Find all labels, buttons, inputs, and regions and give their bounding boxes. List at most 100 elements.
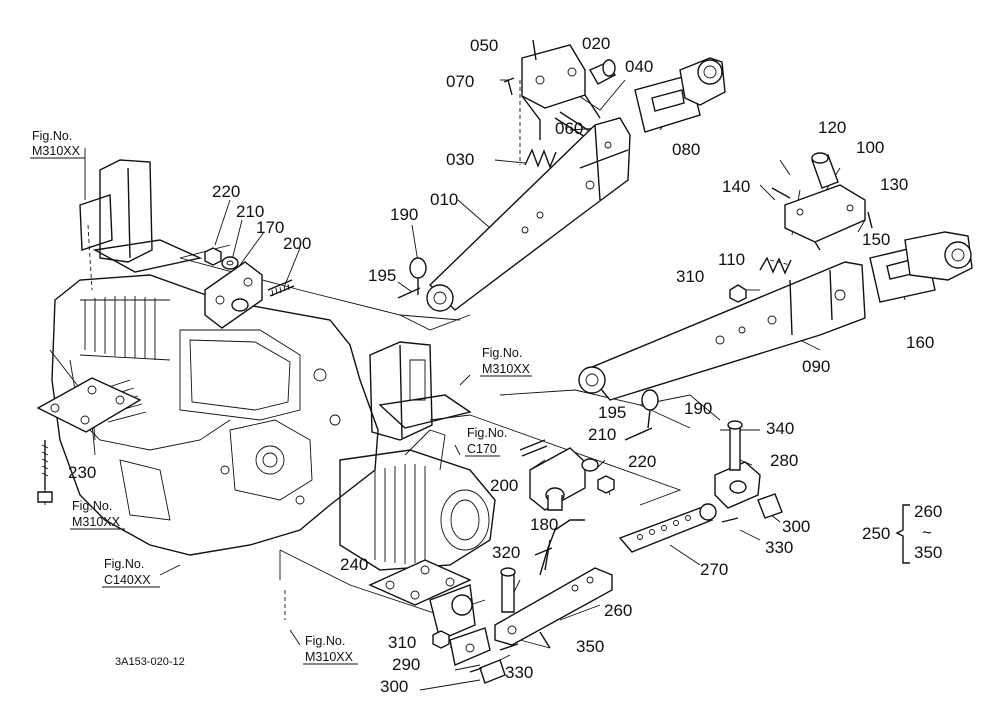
label-120: 120 (818, 118, 846, 137)
stud-200 (267, 279, 295, 297)
svg-text:M310XX: M310XX (305, 650, 354, 664)
label-010: 010 (430, 190, 458, 209)
label-210-left: 210 (236, 202, 264, 221)
svg-text:Fig.No.: Fig.No. (467, 426, 507, 440)
label-290: 290 (392, 655, 420, 674)
label-220-left: 220 (212, 182, 240, 201)
label-220-right: 220 (628, 452, 656, 471)
upper-bracket-100 (784, 184, 866, 251)
fig-ref-c140: Fig.No. C140XX (102, 557, 160, 588)
nut-220 (204, 247, 222, 266)
range-from: 260 (914, 502, 942, 521)
drawbar-260 (494, 567, 613, 646)
label-195-left: 195 (368, 266, 396, 285)
fig-ref-top-left: Fig.No. M310XX (30, 129, 85, 159)
label-260: 260 (604, 601, 632, 620)
label-300-upper: 300 (782, 517, 810, 536)
pin-050 (532, 39, 537, 61)
label-040: 040 (625, 57, 653, 76)
label-300-lower: 300 (380, 677, 408, 696)
pin-120 (811, 152, 839, 189)
pin-130 (867, 211, 873, 229)
label-020: 020 (582, 34, 610, 53)
label-320: 320 (492, 543, 520, 562)
lower-link-090 (578, 261, 866, 401)
transmission-housing (51, 159, 379, 556)
nut-310-upper (729, 284, 747, 303)
washer-210-right (581, 458, 599, 472)
label-150: 150 (862, 230, 890, 249)
label-190-right: 190 (684, 399, 712, 418)
svg-text:C170: C170 (467, 442, 497, 456)
bolt-300-upper (757, 493, 783, 519)
lower-link-010 (426, 117, 631, 312)
label-100: 100 (856, 138, 884, 157)
plate-240 (368, 559, 476, 641)
svg-text:Fig.No.: Fig.No. (104, 557, 144, 571)
fig-ref-left-mid: Fig.No. M310XX (70, 499, 125, 530)
label-195-right: 195 (598, 403, 626, 422)
label-070: 070 (446, 72, 474, 91)
label-130: 130 (880, 175, 908, 194)
svg-text:M310XX: M310XX (32, 144, 81, 158)
leader-lines (44, 79, 906, 691)
end-link-160 (869, 231, 973, 303)
label-190-left: 190 (390, 205, 418, 224)
label-140: 140 (722, 177, 750, 196)
label-330-lower: 330 (505, 663, 533, 682)
label-200-left: 200 (283, 234, 311, 253)
nut-220-right (597, 475, 615, 494)
cotter-330 (499, 517, 739, 651)
label-170: 170 (256, 218, 284, 237)
end-link-080 (634, 57, 726, 133)
extension-270 (618, 503, 717, 553)
fig-ref-center: Fig.No. M310XX (480, 346, 532, 377)
label-240: 240 (340, 555, 368, 574)
chain-handle (534, 519, 585, 576)
fig-ref-bottom: Fig.No. M310XX (303, 634, 358, 665)
pin-350 (539, 631, 551, 649)
label-180: 180 (530, 515, 558, 534)
spring-030 (524, 148, 557, 169)
range-to: 350 (914, 543, 942, 562)
pin-340 (727, 420, 743, 471)
part-labels: 050 020 040 070 060 030 080 010 190 195 … (68, 34, 934, 696)
washer-210 (221, 256, 239, 270)
lynch-pin-190 (409, 257, 427, 295)
pto-housing (339, 429, 496, 571)
label-060: 060 (555, 119, 583, 138)
figure-references: Fig.No. M310XX Fig.No. M310XX Fig.No. C1… (30, 129, 532, 665)
pin-140 (771, 187, 791, 199)
nut-310-lower (432, 630, 450, 649)
label-230: 230 (68, 463, 96, 482)
label-090: 090 (802, 357, 830, 376)
upper-bracket-020 (521, 44, 601, 140)
stud-200-right (519, 439, 548, 457)
label-310-lower: 310 (388, 633, 416, 652)
label-340: 340 (766, 419, 794, 438)
center-bracket-post (369, 341, 472, 441)
pin-320 (500, 567, 516, 613)
label-200-right: 200 (490, 476, 518, 495)
label-310-upper: 310 (676, 267, 704, 286)
pin-070 (503, 77, 515, 96)
label-210-right: 210 (588, 425, 616, 444)
bolt-300-lower (469, 659, 506, 684)
label-110: 110 (718, 250, 745, 269)
label-160: 160 (906, 333, 934, 352)
range-group-250: 250 260 ~ 350 (862, 502, 942, 564)
svg-text:Fig.No.: Fig.No. (72, 499, 112, 513)
label-030: 030 (446, 150, 474, 169)
label-270: 270 (700, 560, 728, 579)
pin-040 (589, 59, 616, 85)
svg-text:M310XX: M310XX (72, 515, 121, 529)
svg-text:Fig.No.: Fig.No. (305, 634, 345, 648)
fig-ref-c170: Fig.No. C170 (465, 426, 507, 457)
svg-text:M310XX: M310XX (482, 362, 531, 376)
label-330-upper: 330 (765, 538, 793, 557)
label-080: 080 (672, 140, 700, 159)
drawing-code: 3A153-020-12 (115, 656, 185, 668)
label-050: 050 (470, 36, 498, 55)
plate-230 (36, 377, 142, 503)
